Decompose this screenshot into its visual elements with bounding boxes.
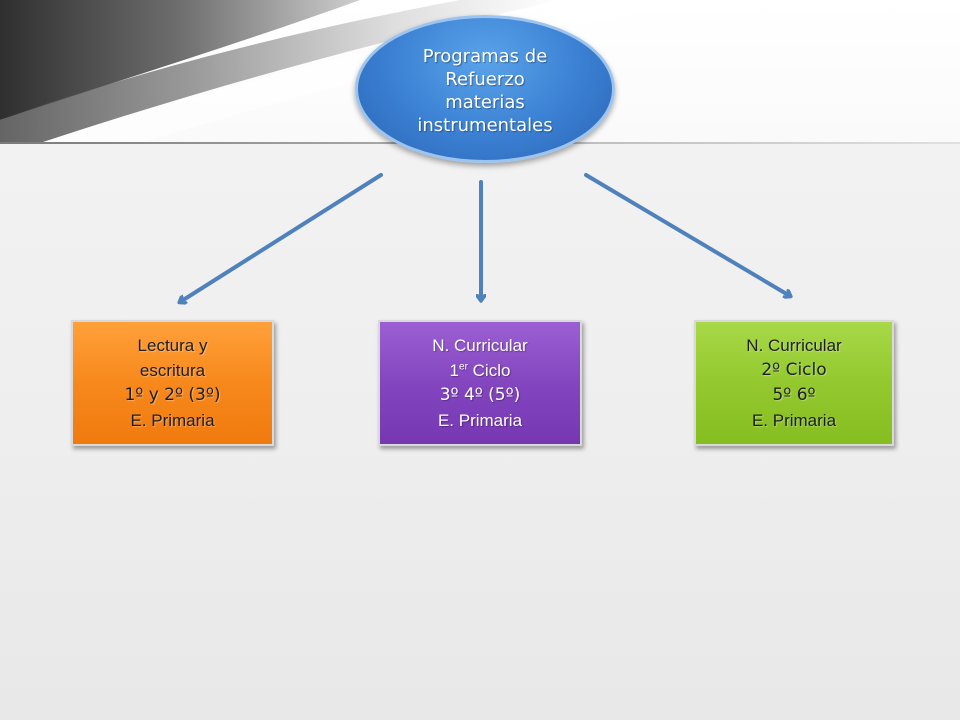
right-line-4: E. Primaria	[751, 411, 837, 430]
middle-line-1: N. Curricular	[432, 336, 528, 355]
root-line-3: materias	[445, 92, 525, 113]
node-primer-ciclo: N. Curricular 1er Ciclo 3º 4º (5º) E. Pr…	[378, 320, 582, 446]
middle-line-2-prefix: 1	[449, 361, 460, 380]
root-line-2: Refuerzo	[445, 69, 525, 90]
middle-line-4: E. Primaria	[437, 411, 523, 430]
root-line-4: instrumentales	[417, 115, 553, 136]
right-line-3: 5º 6º	[772, 385, 816, 405]
left-line-3: 1º y 2º (3º)	[124, 385, 221, 405]
left-line-4: E. Primaria	[130, 411, 215, 430]
middle-line-2: 1er Ciclo	[450, 358, 511, 383]
left-line-2: escritura	[139, 361, 206, 380]
root-node: Programas de Refuerzo materias instrumen…	[355, 15, 615, 163]
right-line-1: N. Curricular	[746, 336, 842, 355]
root-node-text: Programas de Refuerzo materias instrumen…	[417, 41, 552, 137]
middle-line-2-suffix: Ciclo	[467, 361, 511, 380]
arrow-to-left	[180, 173, 383, 302]
arrow-to-right	[584, 173, 790, 296]
right-line-2: 2º Ciclo	[761, 360, 827, 380]
left-line-1: Lectura y	[137, 336, 208, 355]
root-line-1: Programas de	[422, 46, 548, 67]
middle-line-2-sup: er	[459, 361, 468, 373]
middle-line-3: 3º 4º (5º)	[439, 385, 521, 405]
node-lectura-escritura: Lectura y escritura 1º y 2º (3º) E. Prim…	[71, 320, 274, 446]
node-segundo-ciclo: N. Curricular 2º Ciclo 5º 6º E. Primaria	[694, 320, 894, 446]
